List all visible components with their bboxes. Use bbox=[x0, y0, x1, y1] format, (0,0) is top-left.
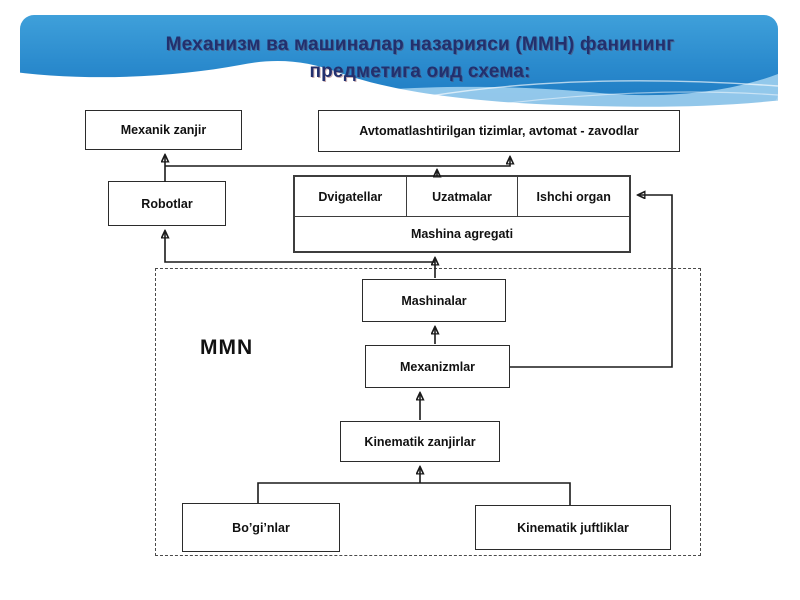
box-kinematik-zanjirlar: Kinematik zanjirlar bbox=[340, 421, 500, 462]
slide-title-line2: предметига оид схема: bbox=[309, 61, 531, 82]
box-dvigatellar: Dvigatellar bbox=[318, 189, 383, 204]
banner-wave-graphic bbox=[0, 15, 800, 125]
box-ishchi-organ: Ishchi organ bbox=[517, 177, 629, 216]
box-mashina-agregati: Mashina agregati bbox=[295, 216, 629, 251]
banner-streak-1 bbox=[429, 80, 779, 97]
slide-title-line1: Механизм ва машиналар назарияси (ММН) фа… bbox=[165, 34, 675, 55]
mmn-label: MMN bbox=[200, 336, 254, 359]
box-avtomatlashtirilgan: Avtomatlashtirilgan tizimlar, avtomat - … bbox=[318, 110, 680, 152]
connector-to-avtomat bbox=[165, 158, 510, 167]
slide-title: Механизм ва машиналар назарияси (ММН) фа… bbox=[60, 31, 780, 85]
box-mexanizmlar: Mexanizmlar bbox=[365, 345, 510, 388]
banner-white-swoosh bbox=[0, 61, 800, 125]
box-uzatmalar: Uzatmalar bbox=[405, 177, 518, 216]
mmn-dashed-container bbox=[155, 268, 701, 556]
box-boginlar: Bo’gi’nlar bbox=[182, 503, 340, 552]
box-mashina-agregati-group: Dvigatellar Uzatmalar Ishchi organ Mashi… bbox=[293, 175, 631, 253]
banner-streak-2 bbox=[499, 91, 779, 105]
box-mashinalar: Mashinalar bbox=[362, 279, 506, 322]
box-robotlar: Robotlar bbox=[108, 181, 226, 226]
box-kinematik-juftliklar: Kinematik juftliklar bbox=[475, 505, 671, 550]
box-mexanik-zanjir: Mexanik zanjir bbox=[85, 110, 242, 150]
